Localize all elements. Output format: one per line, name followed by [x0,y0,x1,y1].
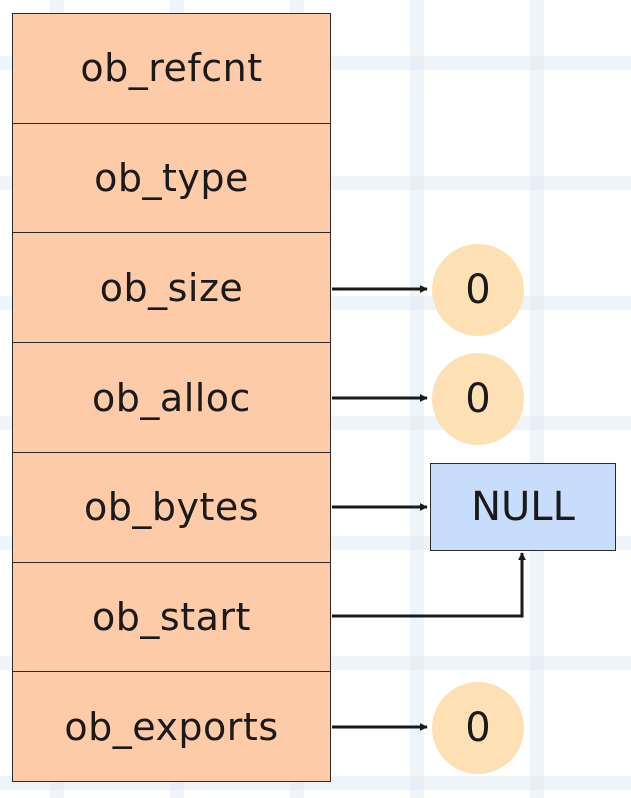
ob-size-value: 0 [465,267,491,313]
ob-size-value-circle: 0 [432,244,524,336]
ob-exports-value: 0 [465,705,491,751]
ob-alloc-value: 0 [465,376,491,422]
field-ob-alloc: ob_alloc [13,343,330,453]
ob-exports-value-circle: 0 [432,682,524,774]
field-ob-type: ob_type [13,123,330,234]
field-ob-bytes: ob_bytes [13,452,330,563]
pybytearray-struct: ob_refcnt ob_type ob_size ob_alloc ob_by… [12,13,331,782]
field-ob-exports: ob_exports [13,672,330,782]
field-ob-start: ob_start [13,562,330,673]
field-ob-size: ob_size [13,233,330,344]
null-box: NULL [430,463,616,551]
ob-alloc-value-circle: 0 [432,353,524,445]
null-label: NULL [471,484,575,530]
arrow-ob-start [332,552,526,618]
field-ob-refcnt: ob_refcnt [13,14,330,124]
